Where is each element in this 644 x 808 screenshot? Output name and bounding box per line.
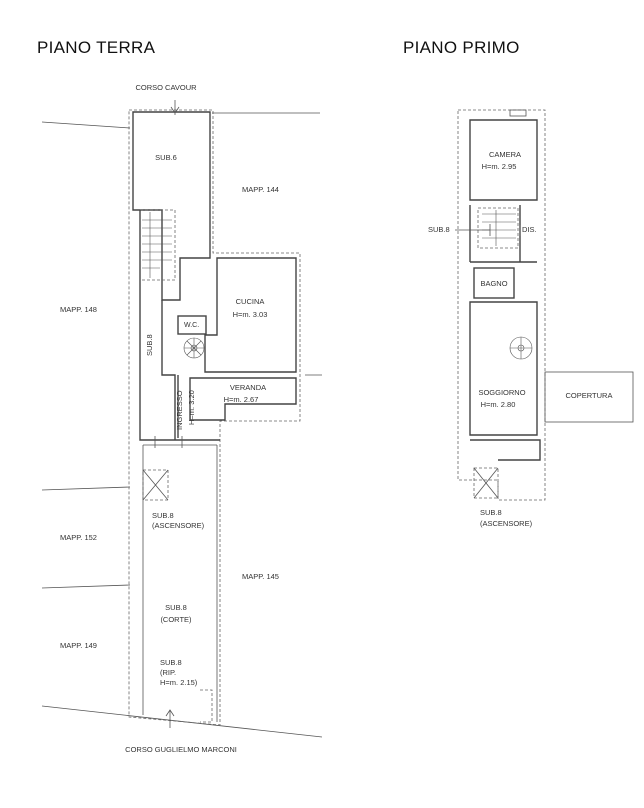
- wc-walls: [177, 315, 207, 335]
- boundary-line: [41, 705, 323, 738]
- sub8-vertical-label: SUB.8: [145, 334, 154, 356]
- camera-walls: [469, 119, 538, 201]
- mapp144-label: MAPP. 144: [242, 185, 279, 194]
- sub8-corte-label: SUB.8: [165, 603, 187, 612]
- soggiorno-label: SOGGIORNO: [478, 388, 525, 397]
- corte-label: (CORTE): [160, 615, 192, 624]
- camera-label: CAMERA: [489, 150, 521, 159]
- sub6-walls: [132, 111, 211, 301]
- first-floor-plan: CAMERA H=m. 2.95 SUB.8 DIS. BAGNO SOGGIO…: [428, 109, 634, 528]
- rip-label: (RIP.: [160, 668, 176, 677]
- rip-outline: [200, 689, 213, 723]
- sub8-asc-label: SUB.8: [152, 511, 174, 520]
- boundary-line: [41, 584, 131, 589]
- street-north-label: CORSO CAVOUR: [135, 83, 197, 92]
- ingresso-height: H=m. 3.20: [187, 390, 196, 425]
- street-south-label: CORSO GUGLIELMO MARCONI: [125, 745, 237, 754]
- bagno-label: BAGNO: [480, 279, 507, 288]
- stair-icon: [142, 212, 172, 278]
- ascensore-label-first: (ASCENSORE): [480, 519, 533, 528]
- boundary-line: [41, 121, 131, 129]
- chimney: [509, 109, 527, 117]
- parcel-outline: [128, 109, 301, 726]
- dis-label: DIS.: [522, 225, 537, 234]
- sub8-label: SUB.8: [428, 225, 450, 234]
- bagno-walls: [473, 267, 515, 299]
- kitchen-walls: [204, 257, 297, 373]
- stair-dash: [139, 209, 176, 281]
- soggiorno-walls: [469, 301, 538, 436]
- kitchen-label: CUCINA: [236, 297, 265, 306]
- stair-icon: [482, 210, 516, 246]
- sub8-asc-label-first: SUB.8: [480, 508, 502, 517]
- sub8-rip-label: SUB.8: [160, 658, 182, 667]
- ground-floor-plan: CORSO CAVOUR SUB.6 MAPP. 144 MAPP. 148 C…: [41, 83, 323, 754]
- camera-height: H=m. 2.95: [482, 162, 517, 171]
- copertura-box: [544, 371, 634, 423]
- soggiorno-height: H=m. 2.80: [481, 400, 516, 409]
- landing-walls: [470, 439, 541, 461]
- rip-height: H=m. 2.15): [160, 678, 198, 687]
- mapp148-label: MAPP. 148: [60, 305, 97, 314]
- ascensore-label: (ASCENSORE): [152, 521, 205, 530]
- first-floor-title: PIANO PRIMO: [403, 38, 520, 57]
- wc-label: W.C.: [184, 322, 199, 329]
- ground-floor-title: PIANO TERRA: [37, 38, 156, 57]
- stair-dash: [477, 207, 519, 249]
- veranda-label: VERANDA: [230, 383, 266, 392]
- mapp145-label: MAPP. 145: [242, 572, 279, 581]
- kitchen-height: H=m. 3.03: [233, 310, 268, 319]
- copertura-label: COPERTURA: [566, 391, 613, 400]
- mapp152-label: MAPP. 152: [60, 533, 97, 542]
- elevator-shaft: [473, 467, 499, 499]
- veranda-height: H=m. 2.67: [224, 395, 259, 404]
- corridor-inner-wall: [161, 300, 176, 440]
- ingresso-label: INGRESSO: [175, 390, 184, 430]
- mapp149-label: MAPP. 149: [60, 641, 97, 650]
- veranda-walls: [189, 377, 297, 421]
- first-floor-outline: [457, 109, 546, 501]
- sub6-label: SUB.6: [155, 153, 177, 162]
- boundary-line: [41, 486, 131, 491]
- corridor-wall: [139, 210, 220, 441]
